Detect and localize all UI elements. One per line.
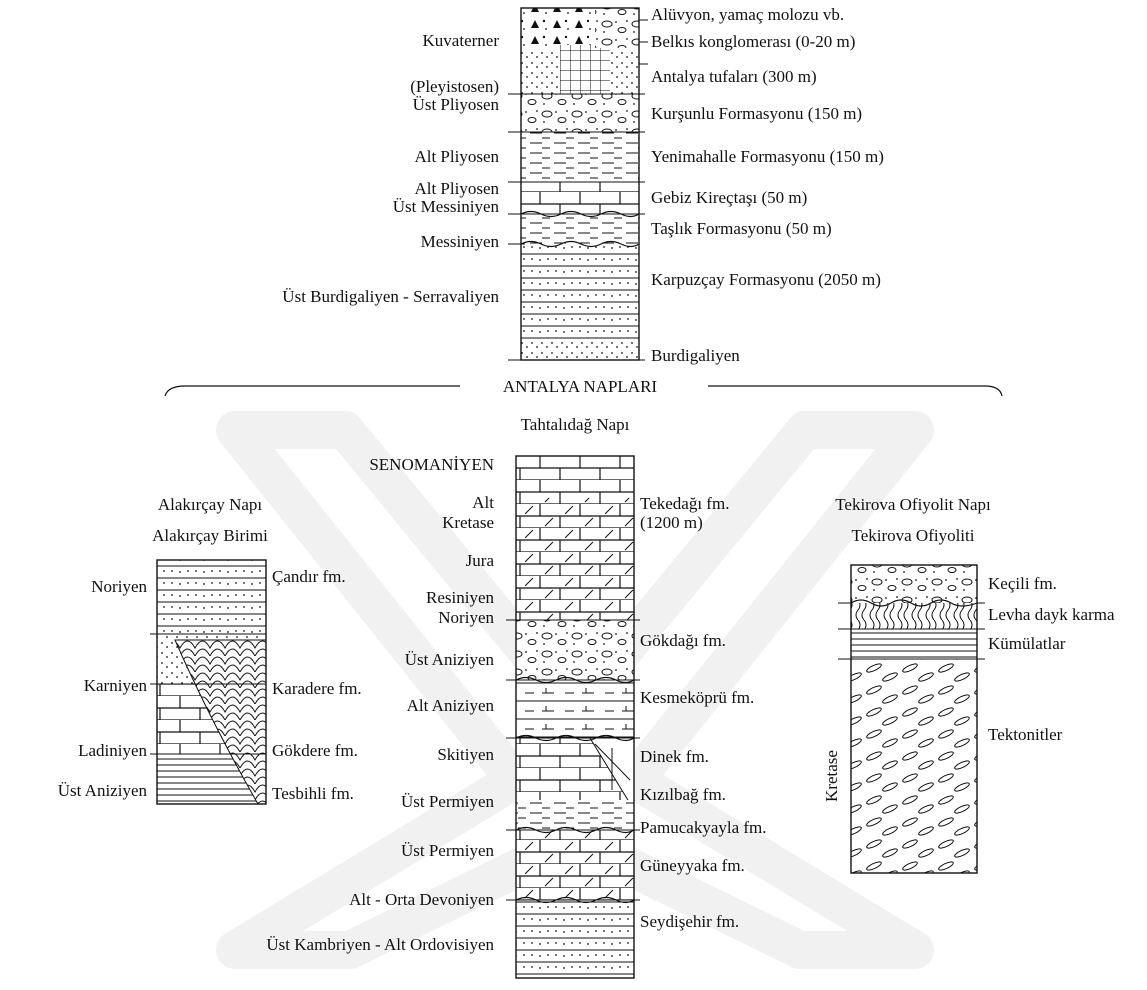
age-karniyen: Karniyen [83,676,147,695]
unit-kecili: Keçili fm. [988,574,1057,593]
age-alt: Alt [472,493,494,512]
age-alt-pliyosen: Alt Pliyosen [414,147,499,166]
unit-candir: Çandır fm. [272,567,346,586]
unit-kesmekopru: Kesmeköprü fm. [640,688,755,707]
unit-belkis: Belkıs konglomerası (0-20 m) [651,32,856,51]
unit-kursunlu: Kurşunlu Formasyonu (150 m) [651,104,863,123]
age-kretase: Kretase [442,513,494,532]
age-ust-permiyen-2: Üst Permiyen [400,841,494,860]
tahtalidag-column [506,455,640,979]
age-noriyen-alakircay: Noriyen [91,577,147,596]
alakircay-column [150,559,267,805]
alakircay-title: Alakırçay Napı [157,495,263,514]
unit-tekedagi-thickness: (1200 m) [640,513,703,532]
age-ust-messiniyen: Üst Messiniyen [392,197,499,216]
unit-levha-dayk: Levha dayk karma [988,605,1115,624]
age-noriyen: Noriyen [438,608,494,627]
tahtalidag-title: Tahtalıdağ Napı [520,415,630,434]
age-messiniyen: Messiniyen [420,232,499,251]
unit-gebiz: Gebiz Kireçtaşı (50 m) [651,188,808,207]
age-ladiniyen: Ladiniyen [78,741,147,760]
age-alt-pliyosen-2: Alt Pliyosen [414,179,499,198]
unit-pamucakyayla: Pamucakyayla fm. [640,818,767,837]
nappes-heading: ANTALYA NAPLARI [502,377,658,396]
unit-tekedagi: Tekedağı fm. [640,494,730,513]
age-kambriyen-ordovisiyen: Üst Kambriyen - Alt Ordovisiyen [266,935,494,954]
age-ust-aniziyen-alakircay: Üst Aniziyen [57,781,147,800]
age-kretase-tekirova: Kretase [822,750,841,802]
unit-karadere: Karadere fm. [272,679,362,698]
top-column [508,7,648,361]
unit-kizilbag: Kızılbağ fm. [640,785,726,804]
age-alt-aniziyen: Alt Aniziyen [406,696,494,715]
age-burdigaliyen-serravaliyen: Üst Burdigaliyen - Serravaliyen [282,287,499,306]
unit-yenimahalle: Yenimahalle Formasyonu (150 m) [651,147,884,166]
tekirova-title: Tekirova Ofiyolit Napı [835,495,991,514]
alakircay-subtitle: Alakırçay Birimi [152,526,268,545]
unit-gokdere: Gökdere fm. [272,741,358,760]
unit-taslik: Taşlık Formasyonu (50 m) [651,219,832,238]
unit-aluvyon: Alüvyon, yamaç molozu vb. [651,5,845,24]
unit-dinek: Dinek fm. [640,747,709,766]
age-skitiyen: Skitiyen [437,745,494,764]
age-alt-orta-devoniyen: Alt - Orta Devoniyen [349,890,494,909]
unit-kumulatlar: Kümülatlar [988,634,1066,653]
unit-burdigaliyen: Burdigaliyen [651,346,740,365]
unit-karpuzcay: Karpuzçay Formasyonu (2050 m) [651,270,881,289]
age-jura: Jura [465,551,494,570]
unit-guneyyaka: Güneyyaka fm. [640,856,745,875]
unit-antalya-tufalari: Antalya tufaları (300 m) [651,67,817,86]
age-senomaniyen: SENOMANİYEN [369,455,494,474]
unit-seydisehir: Seydişehir fm. [640,912,740,931]
unit-gokdagi: Gökdağı fm. [640,631,726,650]
unit-tesbihli: Tesbihli fm. [272,784,354,803]
unit-tektonitler: Tektonitler [988,725,1063,744]
age-ust-permiyen-1: Üst Permiyen [400,792,494,811]
tekirova-subtitle: Tekirova Ofiyoliti [851,526,975,545]
age-ust-pliyosen: Üst Pliyosen [412,95,499,114]
age-resiniyen: Resiniyen [426,588,494,607]
tekirova-column [838,564,985,874]
age-pleyistosen: (Pleyistosen) [410,77,499,96]
age-kuvaterner: Kuvaterner [422,31,499,50]
nappes-brace [164,385,1003,397]
age-ust-aniziyen: Üst Aniziyen [404,650,494,669]
